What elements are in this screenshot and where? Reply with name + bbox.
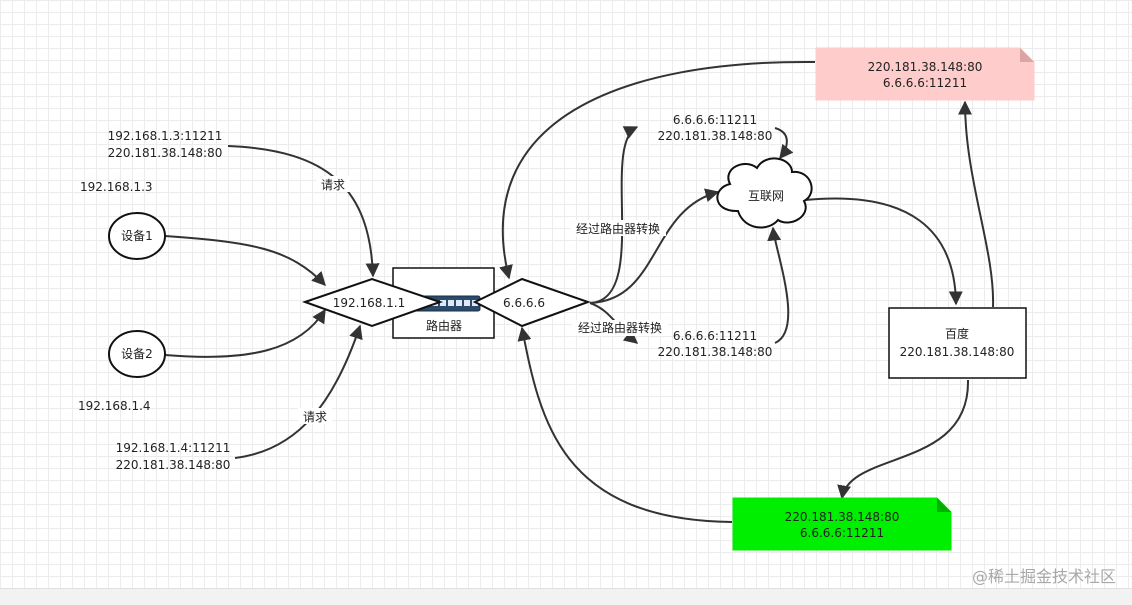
via-router-lower-label: 经过路由器转换 — [578, 320, 662, 335]
edge-router-to-nat-upper — [589, 126, 639, 304]
router-label: 路由器 — [426, 318, 462, 333]
router-wan-diamond[interactable] — [472, 277, 591, 328]
request1-src-label: 192.168.1.3:11211 — [108, 129, 223, 143]
router-wan-ip-label: 6.6.6.6 — [503, 296, 545, 310]
request1-dst-label: 220.181.38.148:80 — [108, 146, 223, 160]
nat-lower-dst-label: 220.181.38.148:80 — [658, 345, 773, 359]
green-note-line2: 6.6.6.6:11211 — [800, 526, 884, 540]
watermark-text: @稀土掘金技术社区 — [972, 567, 1116, 586]
green-note-line1: 220.181.38.148:80 — [785, 510, 900, 524]
nat-upper-dst-label: 220.181.38.148:80 — [658, 129, 773, 143]
edge-nat-upper-to-internet — [774, 127, 794, 160]
nat-upper-src-label: 6.6.6.6:11211 — [673, 113, 757, 127]
baidu-name-label: 百度 — [945, 326, 969, 341]
request2-src-label: 192.168.1.4:11211 — [116, 441, 231, 455]
edge-pink-to-router — [499, 60, 816, 280]
device1-ip-label: 192.168.1.3 — [80, 180, 153, 194]
internet-cloud[interactable] — [716, 157, 813, 229]
edge-request2 — [234, 324, 363, 459]
edge-device1-router — [164, 235, 326, 287]
via-router-upper-label: 经过路由器转换 — [576, 221, 660, 236]
edge-router-to-nat-lower — [589, 302, 639, 344]
baidu-server-box[interactable] — [888, 307, 1027, 379]
device1-label: 设备1 — [121, 229, 153, 243]
response-note-green[interactable] — [732, 497, 952, 551]
request2-dst-label: 220.181.38.148:80 — [116, 458, 231, 472]
router-lan-diamond[interactable] — [301, 277, 444, 328]
edge-router-to-internet — [589, 188, 720, 304]
pink-note-line1: 220.181.38.148:80 — [868, 60, 983, 74]
router-lan-ip-label: 192.168.1.1 — [333, 296, 406, 310]
edge-nat-lower-to-internet — [767, 226, 790, 344]
device1-node[interactable] — [108, 212, 166, 260]
edge-baidu-to-green — [837, 379, 970, 500]
bottom-bar — [0, 588, 1132, 605]
edge-baidu-to-pink — [958, 100, 995, 308]
device2-label: 设备2 — [121, 347, 153, 361]
edge-device2-router — [164, 308, 326, 358]
nat-lower-src-label: 6.6.6.6:11211 — [673, 329, 757, 343]
request2-label: 请求 — [303, 410, 327, 424]
edge-green-to-router — [517, 326, 733, 523]
request1-label: 请求 — [321, 178, 345, 192]
device2-node[interactable] — [108, 330, 166, 378]
internet-label: 互联网 — [748, 189, 784, 203]
pink-note-line2: 6.6.6.6:11211 — [883, 76, 967, 90]
device2-ip-label: 192.168.1.4 — [78, 399, 151, 413]
baidu-ip-label: 220.181.38.148:80 — [900, 345, 1015, 359]
edge-request1 — [227, 145, 380, 278]
edge-internet-to-baidu — [804, 197, 963, 306]
response-note-pink[interactable] — [815, 47, 1035, 101]
